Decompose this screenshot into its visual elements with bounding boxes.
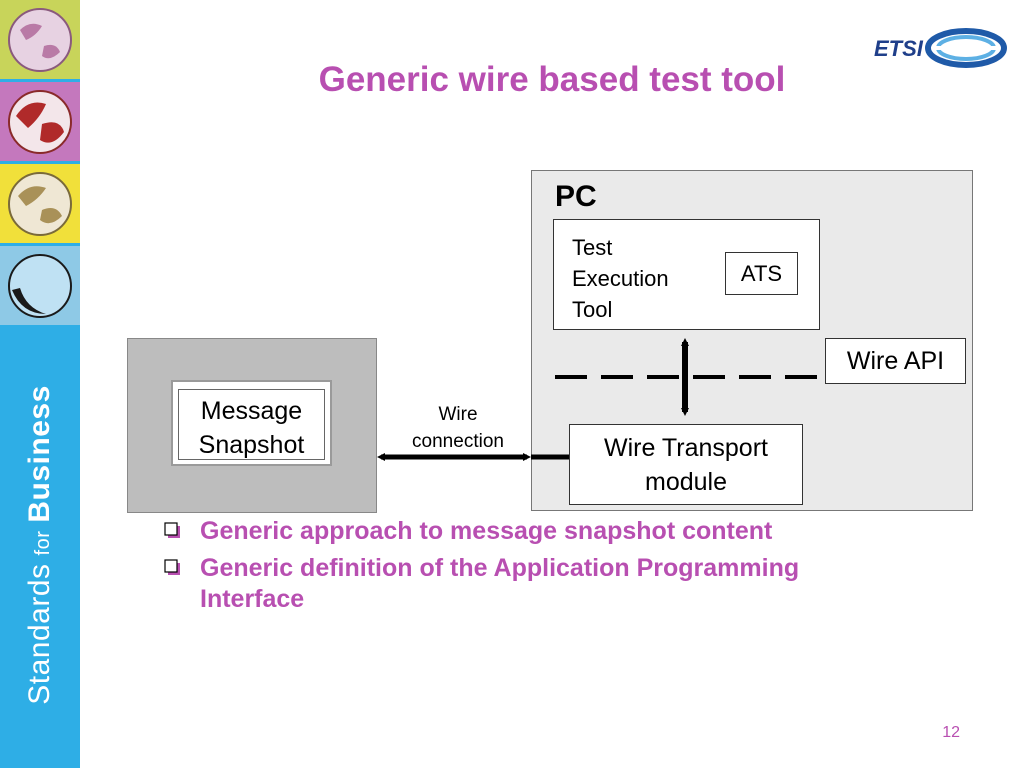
sidebar-tile-yellow (0, 164, 80, 243)
test-execution-tool-line: Test (572, 235, 613, 260)
bullet-list: Generic approach to message snapshot con… (162, 516, 902, 621)
globe-icon (8, 172, 72, 236)
wire-connection-label: Wire connection (400, 401, 516, 455)
wire-connection-line: Wire (438, 404, 478, 425)
checkbox-bullet-icon (164, 522, 180, 538)
message-snapshot-line: Message (200, 397, 303, 425)
test-execution-tool-label: Test Execution Tool (572, 232, 669, 325)
wire-transport-line: module (645, 468, 727, 496)
bullet-text: Generic definition of the Application Pr… (200, 554, 800, 613)
slide-title: Generic wire based test tool (318, 60, 786, 99)
message-snapshot-box: Message Snapshot (178, 389, 325, 460)
test-execution-tool-line: Tool (572, 297, 613, 322)
etsi-logo-text: ETSI (874, 36, 924, 61)
sidebar-tile-blue (0, 246, 80, 325)
checkbox-bullet-icon (164, 559, 180, 575)
etsi-logo: ETSI (874, 28, 1007, 68)
ats-box: ATS (725, 252, 798, 295)
globe-icon (8, 90, 72, 154)
globe-icon (8, 254, 72, 318)
page-number: 12 (942, 724, 960, 741)
wire-api-box: Wire API (825, 338, 966, 384)
globe-icon (8, 8, 72, 72)
sidebar-tile-purple (0, 82, 80, 161)
pc-label: PC (555, 180, 597, 213)
wire-connection-line: connection (412, 431, 504, 452)
wire-transport-module-box: Wire Transport module (569, 424, 803, 505)
bullet-text: Generic approach to message snapshot con… (200, 517, 773, 545)
message-snapshot-line: Snapshot (198, 431, 305, 459)
sidebar: StandardsforBusiness (0, 0, 80, 768)
test-execution-tool-line: Execution (572, 266, 669, 291)
wire-transport-line: Wire Transport (604, 434, 768, 462)
bullet-item: Generic approach to message snapshot con… (162, 516, 902, 547)
sidebar-tile-green (0, 0, 80, 79)
bullet-item: Generic definition of the Application Pr… (162, 553, 902, 615)
